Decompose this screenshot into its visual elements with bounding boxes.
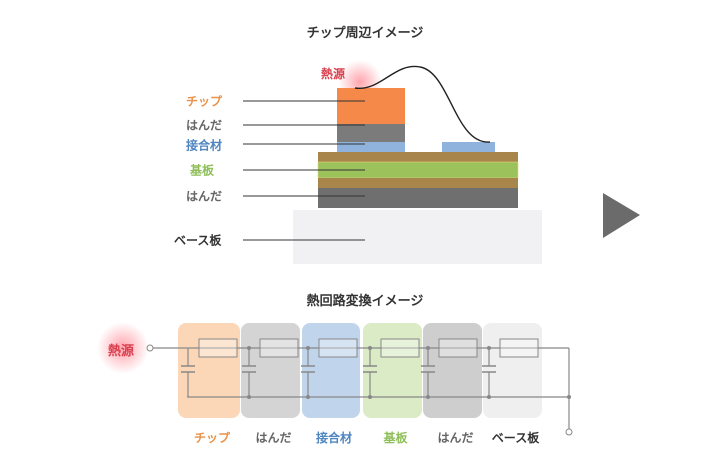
resistor (380, 338, 420, 358)
heat-curve (354, 65, 491, 143)
layer-label: チップ (186, 94, 223, 109)
chip-solder (337, 124, 405, 142)
bonding-material (337, 142, 405, 152)
stage-label: チップ (193, 431, 231, 445)
node (247, 346, 251, 350)
stage-label: 接合材 (315, 431, 353, 445)
node (306, 395, 310, 399)
stage-box (241, 323, 300, 418)
node (487, 346, 491, 350)
node (426, 346, 430, 350)
bottom-title: 熱回路変換イメージ (306, 294, 424, 309)
bonding-material-2 (442, 142, 495, 152)
resistor (198, 338, 238, 358)
thermal-circuit (146, 323, 573, 436)
stage-label: はんだ (437, 431, 474, 445)
substrate-bottom-layer (318, 178, 518, 188)
node (247, 395, 251, 399)
leader-lines (243, 100, 365, 241)
heat-glow-circuit (97, 322, 149, 374)
resistor (499, 338, 539, 358)
layer-label: ベース板 (174, 233, 222, 248)
heat-source-label: 熱源 (321, 67, 346, 81)
layer-label: はんだ (186, 118, 223, 133)
layer-label: はんだ (186, 189, 223, 204)
node (368, 395, 372, 399)
resistor (318, 338, 358, 358)
node (306, 346, 310, 350)
node (368, 346, 372, 350)
stage-box (483, 323, 542, 418)
chip (337, 88, 405, 124)
node (567, 395, 571, 399)
circuit-heat-source-label: 熱源 (108, 344, 135, 359)
layer-label: 接合材 (186, 138, 223, 153)
stage-label: 基板 (383, 431, 408, 445)
resistor (259, 338, 299, 358)
arrow-right-icon (603, 193, 640, 238)
substrate-top-layer (318, 152, 518, 162)
stage-box (178, 323, 240, 418)
bottom-solder (318, 188, 518, 208)
resistor (438, 338, 478, 358)
stage-label: ベース板 (491, 431, 540, 445)
stage-label: はんだ (255, 431, 292, 445)
top-title: チップ周辺イメージ (306, 26, 424, 41)
base-plate (293, 210, 542, 264)
node (487, 395, 491, 399)
stage-box (363, 323, 422, 418)
stage-box (423, 323, 482, 418)
node (426, 395, 430, 399)
stage-box (302, 323, 360, 418)
layer-label: 基板 (190, 163, 215, 178)
input-terminal (146, 344, 154, 352)
output-terminal (565, 428, 573, 436)
